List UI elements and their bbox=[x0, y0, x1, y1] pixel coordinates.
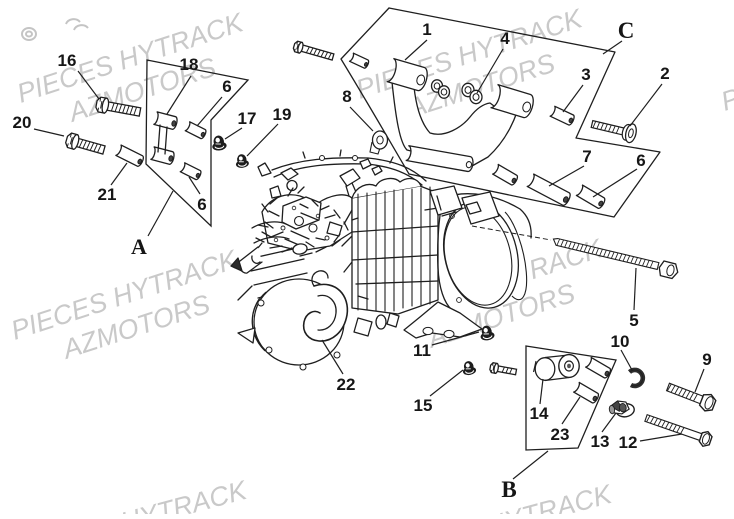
svg-text:11: 11 bbox=[413, 341, 431, 360]
svg-text:15: 15 bbox=[414, 396, 433, 415]
svg-text:14: 14 bbox=[530, 404, 549, 423]
svg-text:20: 20 bbox=[13, 113, 32, 132]
svg-text:1: 1 bbox=[422, 20, 431, 39]
svg-text:17: 17 bbox=[238, 109, 257, 128]
svg-text:7: 7 bbox=[582, 147, 591, 166]
svg-text:10: 10 bbox=[611, 332, 630, 351]
svg-text:5: 5 bbox=[629, 311, 638, 330]
svg-text:21: 21 bbox=[98, 185, 117, 204]
svg-text:6: 6 bbox=[636, 151, 645, 170]
svg-text:3: 3 bbox=[581, 65, 590, 84]
svg-text:2: 2 bbox=[660, 64, 669, 83]
svg-text:13: 13 bbox=[591, 432, 610, 451]
svg-text:8: 8 bbox=[342, 87, 351, 106]
svg-text:12: 12 bbox=[619, 433, 638, 452]
svg-text:23: 23 bbox=[551, 425, 570, 444]
svg-text:4: 4 bbox=[500, 29, 510, 48]
svg-text:A: A bbox=[131, 234, 147, 259]
svg-text:16: 16 bbox=[58, 51, 77, 70]
svg-text:B: B bbox=[501, 477, 516, 502]
svg-text:6: 6 bbox=[197, 195, 206, 214]
svg-text:9: 9 bbox=[702, 350, 711, 369]
svg-text:19: 19 bbox=[273, 105, 292, 124]
svg-text:6: 6 bbox=[222, 77, 231, 96]
svg-text:22: 22 bbox=[337, 375, 356, 394]
svg-text:18: 18 bbox=[180, 55, 199, 74]
svg-text:C: C bbox=[618, 18, 635, 43]
